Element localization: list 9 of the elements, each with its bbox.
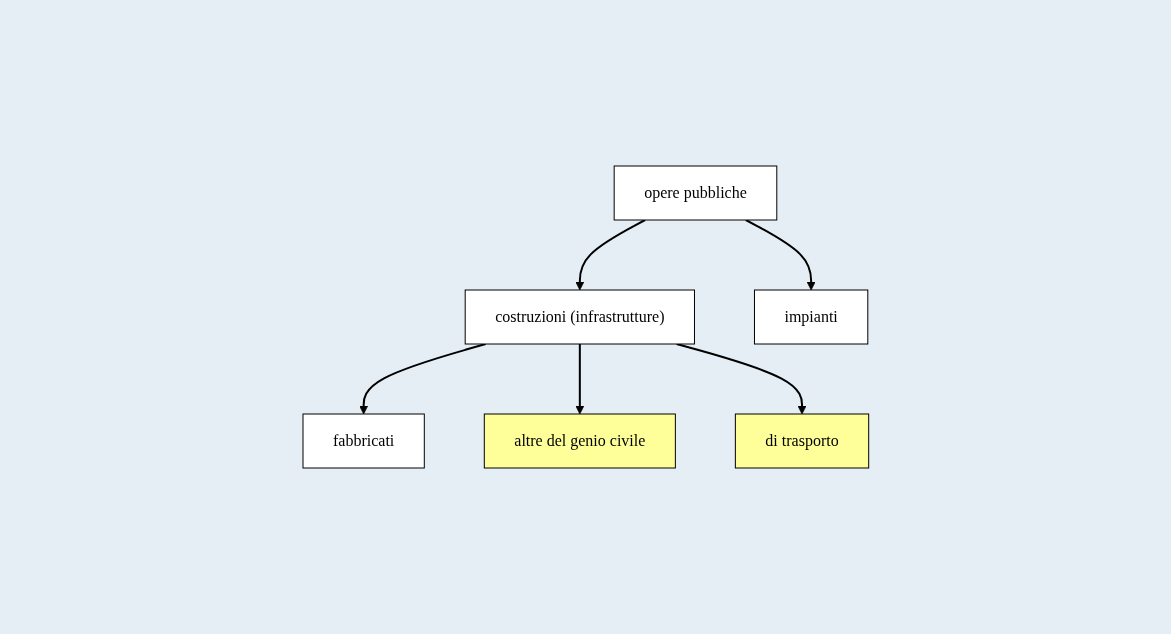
arrow (575, 219, 646, 291)
arrow (575, 343, 584, 415)
node-box: costruzioni (infrastrutture) (464, 289, 695, 345)
node-box: opere pubbliche (613, 165, 777, 221)
node-box: impianti (753, 289, 868, 345)
node-box: altre del genio civile (483, 413, 676, 469)
arrow (744, 219, 816, 291)
node-box: di trasporto (734, 413, 869, 469)
node-box: fabbricati (302, 413, 425, 469)
